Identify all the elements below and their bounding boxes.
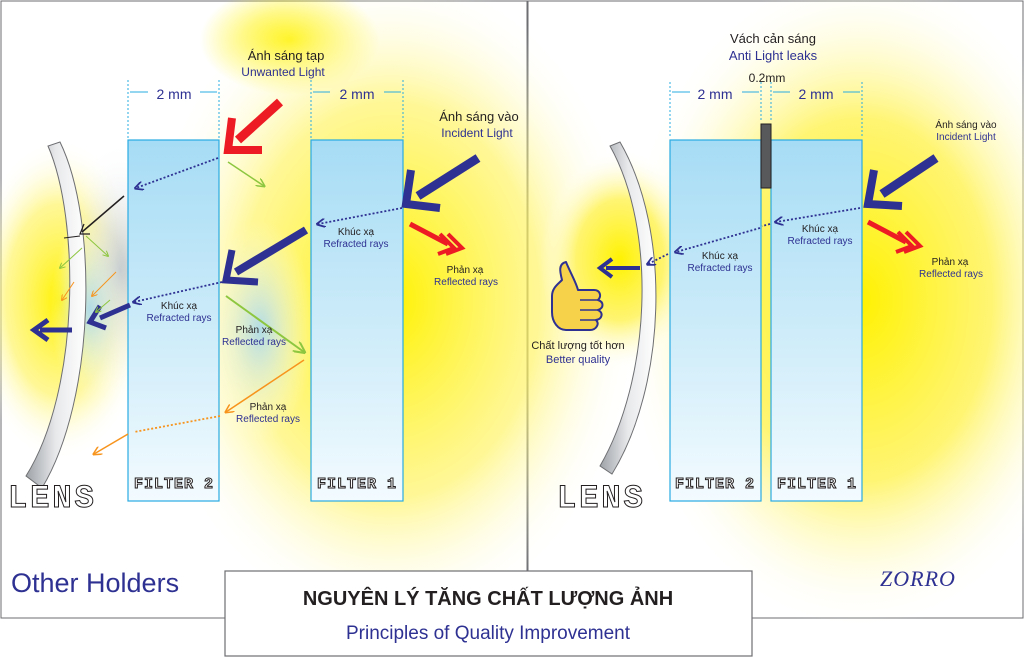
footer-title-en: Principles of Quality Improvement [345,623,631,644]
left-reflected2-vi: Phản xạ [235,325,273,336]
right-reflected-red [866,219,908,245]
right-refracted1-vi: Khúc xạ [801,224,839,235]
left-orange-dotted [133,415,221,433]
right-lens-label: LENS [557,480,646,517]
right-leak-label-vi: Vách cản sáng [729,31,817,46]
left-lens-reflect-green-3 [96,299,111,312]
left-lens [25,141,87,489]
footer-title-box [224,570,753,657]
left-refracted-ray-2 [134,281,223,302]
right-incident-label-en: Incident Light [936,132,996,143]
right-filter2-label: FILTER 2 [674,476,756,493]
left-unwanted-arrow [234,98,284,144]
left-unwanted-label-vi: Ánh sáng tạp [247,48,325,63]
left-gap-reflected-green [225,295,304,352]
anti-light-leak-wall [760,123,772,189]
right-incident-arrow [879,154,939,198]
right-incident-label-vi: Ánh sáng vào [935,120,997,131]
right-filter1-width: 2 mm [798,86,834,102]
left-reflected1-en: Reflected rays [434,277,498,288]
left-reflected2-en: Reflected rays [222,337,286,348]
right-dim-lines [669,82,863,138]
left-reflected3-vi: Phản xạ [249,402,287,413]
left-unwanted-refracted [136,157,219,188]
left-lens-reflect-green [85,235,108,256]
right-filter-2 [669,139,762,502]
left-unwanted-reflected [227,161,264,186]
filter-gap-haze [205,220,315,440]
left-filter2-width: 2 mm [156,86,192,102]
right-leak-label-en: Anti Light leaks [728,48,818,63]
left-filter1-label: FILTER 1 [316,476,398,493]
right-filter-1 [770,139,863,502]
left-reflected3-en: Reflected rays [236,414,300,425]
left-filter1-width: 2 mm [339,86,375,102]
right-refracted1-en: Refracted rays [787,236,853,247]
left-lens-reflect-green-2 [60,247,83,268]
left-lens-reflect-orange [62,281,75,300]
right-lens [599,141,657,475]
left-refracted1-vi: Khúc xạ [337,227,375,238]
right-refracted2-vi: Khúc xạ [701,251,739,262]
brand-logo: ZORRO [880,566,956,591]
left-reflected1-vi: Phản xạ [446,265,484,276]
left-incident-label-vi: Ánh sáng vào [439,109,519,124]
right-quality-vi: Chất lượng tốt hơn [531,340,625,352]
right-refracted2-en: Refracted rays [687,263,753,274]
left-dim-lines [127,80,404,138]
left-lens-reflect-orange-2 [92,271,117,296]
left-lens-in-arrow [99,302,131,321]
thumbs-up-icon [551,261,604,331]
right-quality-en: Better quality [545,354,611,366]
left-panel-title: Other Holders [11,568,180,598]
footer-title-vi: NGUYÊN LÝ TĂNG CHẤT LƯỢNG ẢNH [302,588,674,610]
left-reflected-red [408,221,450,247]
left-gap-arrow [233,226,309,276]
right-reflected-vi: Phản xạ [931,257,969,268]
left-unwanted-label-en: Unwanted Light [241,65,325,79]
right-filter1-label: FILTER 1 [776,476,858,493]
left-gap-reflected-orange [226,359,305,412]
right-gap-label: 0.2mm [748,71,786,85]
left-incident-label-en: Incident Light [441,126,513,140]
right-reflected-en: Reflected rays [919,269,983,280]
left-filter2-label: FILTER 2 [133,476,215,493]
left-orange-exit [94,433,129,454]
left-incident-arrow [415,154,481,200]
left-black-ray [81,195,125,233]
left-refracted2-vi: Khúc xạ [160,301,198,312]
right-filter2-width: 2 mm [697,86,733,102]
left-refracted1-en: Refracted rays [323,239,389,250]
right-refracted-ray-2 [676,227,761,252]
left-lens-label: LENS [8,480,97,517]
left-filter-1 [310,139,404,502]
left-refracted2-en: Refracted rays [146,313,212,324]
left-filter-2 [127,139,220,502]
